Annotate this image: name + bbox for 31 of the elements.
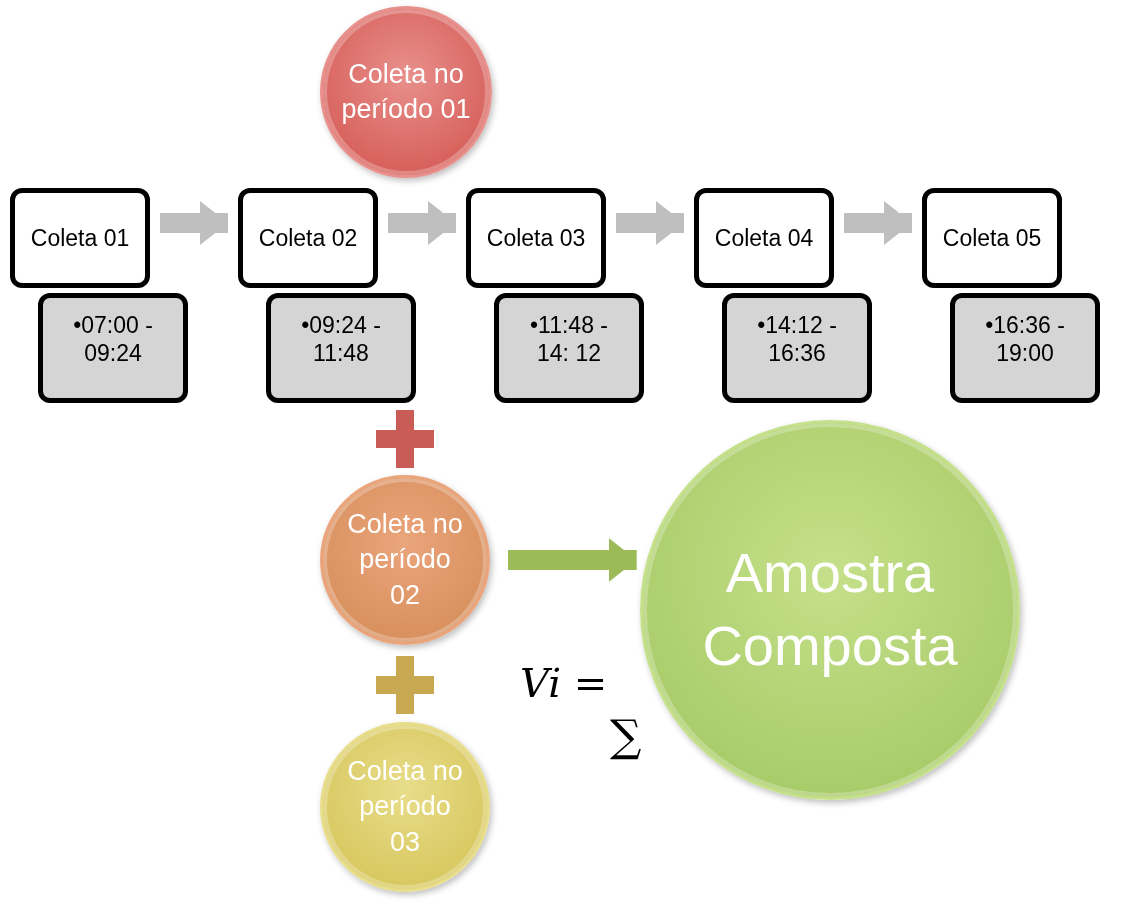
collection-box <box>466 188 606 288</box>
collection-box <box>238 188 378 288</box>
time-range-box <box>494 293 644 403</box>
block-arrow <box>616 201 684 245</box>
time-range-box <box>950 293 1100 403</box>
time-range-box <box>38 293 188 403</box>
node-text: Amostra Composta <box>701 540 959 679</box>
node-text: •09:24 - 11:48 <box>300 312 382 368</box>
block-arrow <box>160 201 228 245</box>
node-text: Coleta no período 03 <box>346 755 464 859</box>
node-text: Coleta 05 <box>942 224 1042 252</box>
time-range-box <box>266 293 416 403</box>
block-arrow <box>388 201 456 245</box>
node-text: •16:36 - 19:00 <box>984 312 1066 368</box>
node-text: Coleta 03 <box>486 224 586 252</box>
collection-box <box>10 188 150 288</box>
collection-box <box>922 188 1062 288</box>
collection-box <box>694 188 834 288</box>
node-text: Coleta no período 01 <box>341 57 471 126</box>
node-text: Coleta no período 02 <box>346 508 464 612</box>
block-arrow <box>844 201 912 245</box>
node-text: •07:00 - 09:24 <box>72 312 154 368</box>
formula-text: Vi = <box>520 660 608 706</box>
formula-text: ∑ <box>610 710 642 761</box>
node-text: •11:48 - 14: 12 <box>529 312 609 368</box>
time-range-box <box>722 293 872 403</box>
node-text: Coleta 04 <box>714 224 814 252</box>
node-text: Coleta 02 <box>258 224 358 252</box>
block-arrow <box>508 538 637 582</box>
node-text: •14:12 - 16:36 <box>756 312 838 368</box>
node-text: Coleta 01 <box>30 224 130 252</box>
